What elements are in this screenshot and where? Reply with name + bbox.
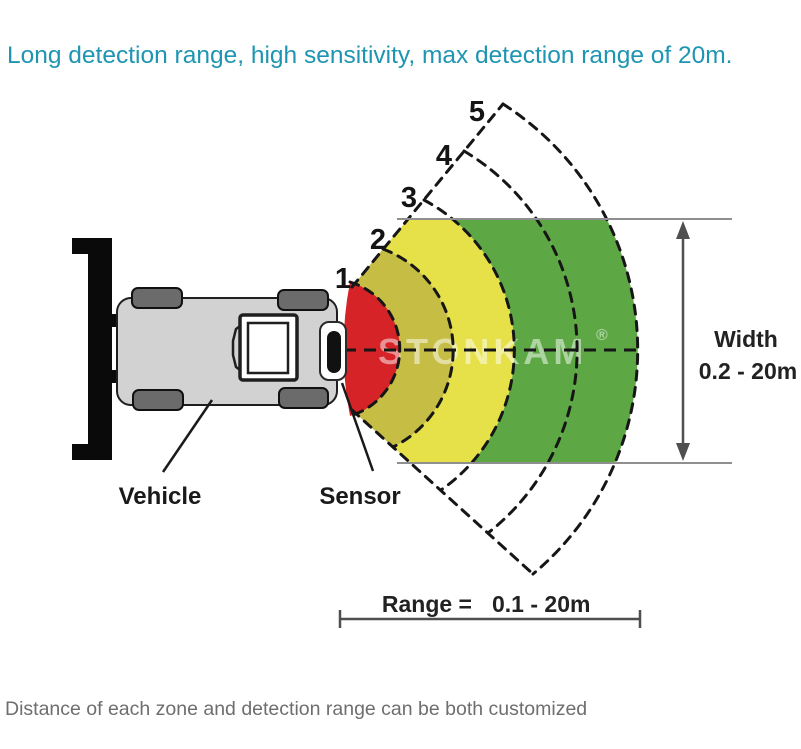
wheel-front-left [131,287,183,309]
sensor-device [327,331,341,373]
callouts: Vehicle Sensor [119,382,401,510]
width-arrowhead-down-icon [676,443,690,461]
zone-3-arc [422,198,516,492]
width-measurement: Width 0.2 - 20m [397,218,797,464]
zone-3-number: 3 [401,182,417,214]
width-label: Width [714,326,778,352]
fork-backrest-bottom-arm [72,444,112,460]
caption-text: Distance of each zone and detection rang… [5,698,588,720]
zone-4-fill [453,220,578,462]
zone-numbers: 1 2 3 4 5 [335,96,485,295]
vehicle-label: Vehicle [119,483,202,510]
fork-backrest-top-arm [72,238,112,254]
zone-boundaries [344,102,640,576]
zone-1-number: 1 [335,263,351,295]
fan-lower-edge [350,408,535,576]
range-label: Range = [382,591,472,617]
sensor-label: Sensor [319,483,400,510]
zone-5-fill [537,220,638,462]
zone-5-arc [501,102,640,576]
cab-inner [246,321,290,375]
zone-1-arc [348,280,402,418]
zone-4-number: 4 [436,140,452,172]
wheels [131,287,329,411]
width-value: 0.2 - 20m [699,358,797,384]
fan-upper-edge [350,102,505,289]
zone-5-number: 5 [469,96,485,128]
range-measurement: Range = 0.1 - 20m [338,591,642,628]
wheel-rear-right [278,387,329,409]
vehicle-pointer-line [161,399,214,473]
wheel-rear-left [277,289,329,311]
zone-4-arc [462,149,579,535]
fork-backrest-bar [88,238,112,460]
wheel-front-right [132,389,184,411]
sensor-pointer-line [340,382,375,472]
zone-2-arc [381,247,455,449]
page-title: Long detection range, high sensitivity, … [7,42,733,69]
zone-3-fill [383,220,515,462]
vehicle-graphic [72,238,347,460]
range-value: 0.1 - 20m [492,591,590,617]
watermark-registered-icon: ® [596,327,608,344]
zone-2-number: 2 [370,224,386,256]
width-arrowhead-up-icon [676,221,690,239]
cab-hood-outline [231,319,248,377]
